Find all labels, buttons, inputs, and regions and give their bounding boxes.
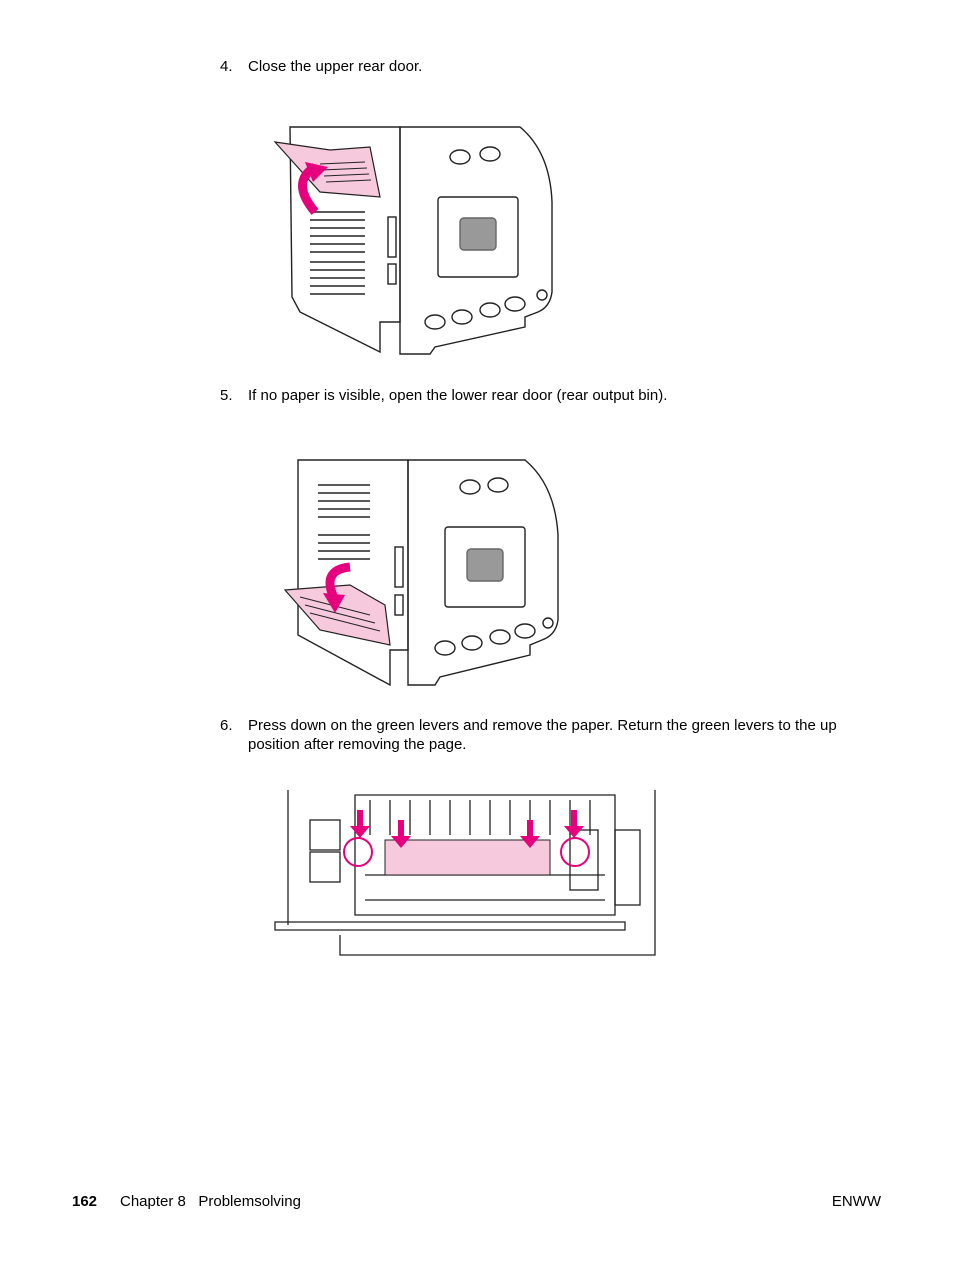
chapter-label: Chapter 8 Problemsolving [120, 1193, 301, 1210]
printer-fuser-levers-figure [274, 790, 656, 956]
step-number: 6. [220, 717, 233, 734]
step-text: Close the upper rear door. [248, 58, 423, 75]
step-text: Press down on the green levers and remov… [248, 717, 837, 753]
step-number: 4. [220, 58, 233, 75]
step-6: 6. Press down on the green levers and re… [220, 716, 880, 756]
printer-open-lower-door-figure [283, 459, 559, 687]
page-number: 162 [72, 1193, 98, 1210]
footer-right-label: ENWW [831, 1193, 881, 1210]
step-number: 5. [220, 387, 233, 404]
step-text: If no paper is visible, open the lower r… [248, 387, 668, 404]
printer-close-upper-door-figure [273, 126, 553, 355]
